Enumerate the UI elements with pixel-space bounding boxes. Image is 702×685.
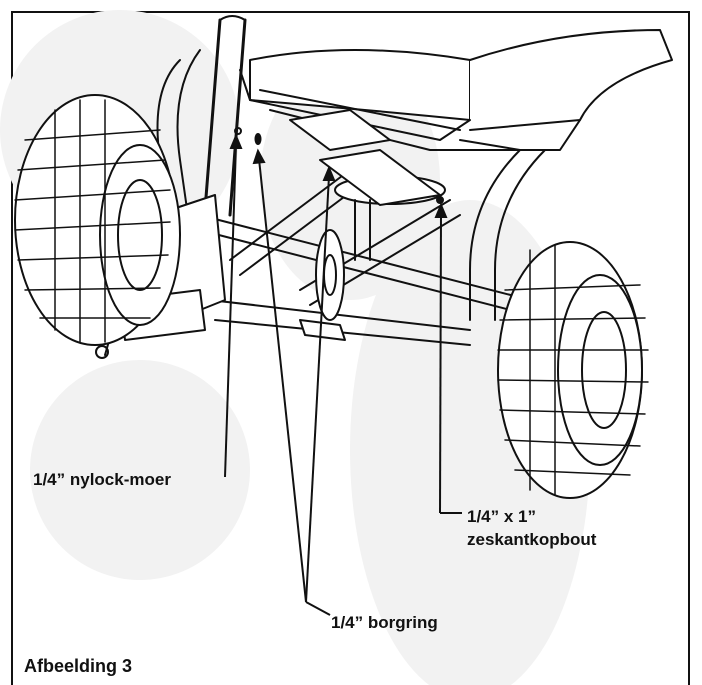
- handle-frame: [156, 15, 546, 321]
- figure-caption: Afbeelding 3: [24, 656, 133, 676]
- arrow-washer-b: [322, 165, 336, 181]
- hopper: [239, 29, 673, 151]
- arrow-washer-a: [252, 148, 266, 165]
- hex-bolt-label: 1/4” x 1” zeskantkopbout: [467, 505, 596, 551]
- arrow-bolt: [434, 202, 448, 218]
- figure-frame: [11, 11, 690, 685]
- leader-washer-tail: [305, 601, 331, 616]
- right-wheel: [497, 241, 649, 499]
- leader-washer-b: [305, 175, 330, 603]
- leader-washer-a: [258, 158, 307, 603]
- callout-leaders: [224, 133, 462, 616]
- lock-washer-label: 1/4” borgring: [331, 613, 438, 632]
- hardware-points: [234, 127, 444, 204]
- left-wheel: [14, 94, 181, 346]
- arrow-nylock-nut: [229, 133, 243, 149]
- nylock-nut-label: 1/4” nylock-moer: [33, 470, 171, 489]
- hex-bolt-size: 1/4” x 1”: [467, 507, 536, 526]
- hex-bolt-type: zeskantkopbout: [467, 530, 597, 549]
- leader-nylock-nut: [224, 144, 237, 478]
- leader-bolt: [439, 214, 442, 514]
